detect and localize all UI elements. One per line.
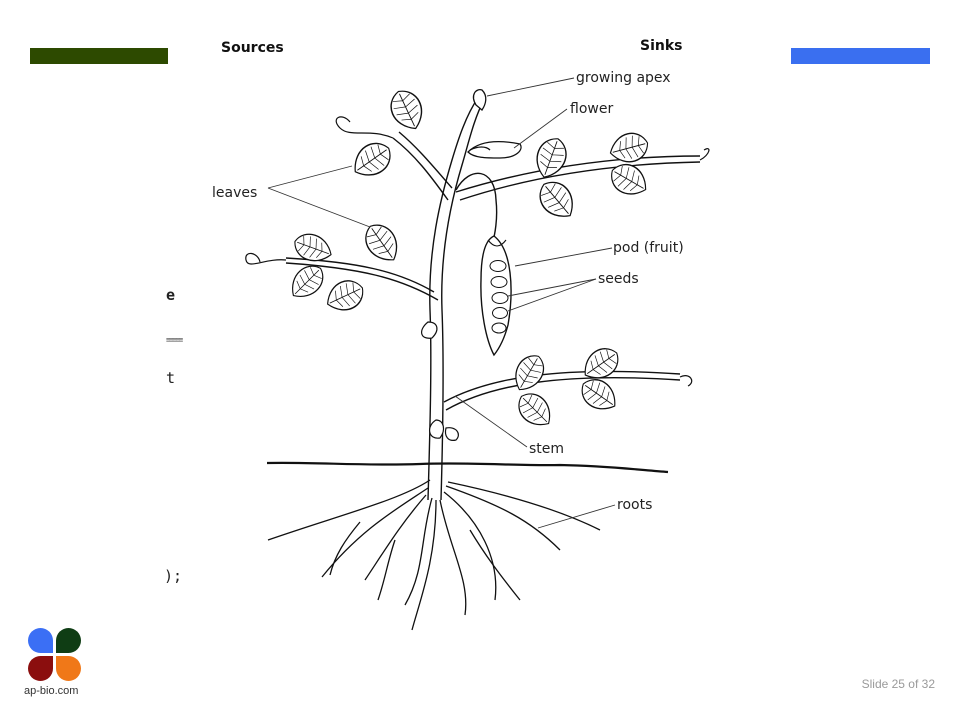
label-pod: pod (fruit) — [613, 240, 684, 256]
label-roots: roots — [617, 497, 652, 513]
occluded-text-fragment: ); — [164, 567, 183, 585]
logo-quadrant — [56, 656, 81, 681]
stem — [285, 97, 701, 501]
soil-line — [266, 461, 669, 474]
label-seeds: seeds — [598, 271, 639, 287]
label-flower: flower — [570, 101, 613, 117]
occluded-text-fragment: t — [166, 369, 176, 387]
leaf-pairs — [283, 84, 654, 434]
logo-quadrant — [28, 628, 53, 653]
roots — [267, 479, 601, 631]
occluded-text-fragment: e — [166, 286, 176, 304]
sinks-color-bar — [791, 48, 930, 64]
label-growing-apex: growing apex — [576, 70, 671, 86]
sources-heading: Sources — [221, 40, 284, 56]
tendrils — [245, 116, 710, 387]
growing-apex-bud — [472, 89, 487, 111]
logo-text: ap-bio.com — [24, 685, 79, 697]
sources-color-bar — [30, 48, 168, 64]
leader-lines — [267, 77, 616, 529]
ap-bio-logo — [28, 628, 84, 684]
seeds — [489, 260, 509, 334]
logo-quadrant — [28, 656, 53, 681]
label-leaves: leaves — [212, 185, 257, 201]
sinks-heading: Sinks — [640, 38, 683, 54]
label-stem: stem — [529, 441, 564, 457]
occluded-text-fragment: ≡≡≡≡≡ — [166, 336, 183, 344]
stipules — [421, 321, 459, 441]
slide-number: Slide 25 of 32 — [861, 677, 935, 691]
flower — [467, 140, 522, 159]
logo-quadrant — [56, 628, 81, 653]
part-labels: growing apex flower leaves pod (fruit) s… — [212, 70, 684, 513]
